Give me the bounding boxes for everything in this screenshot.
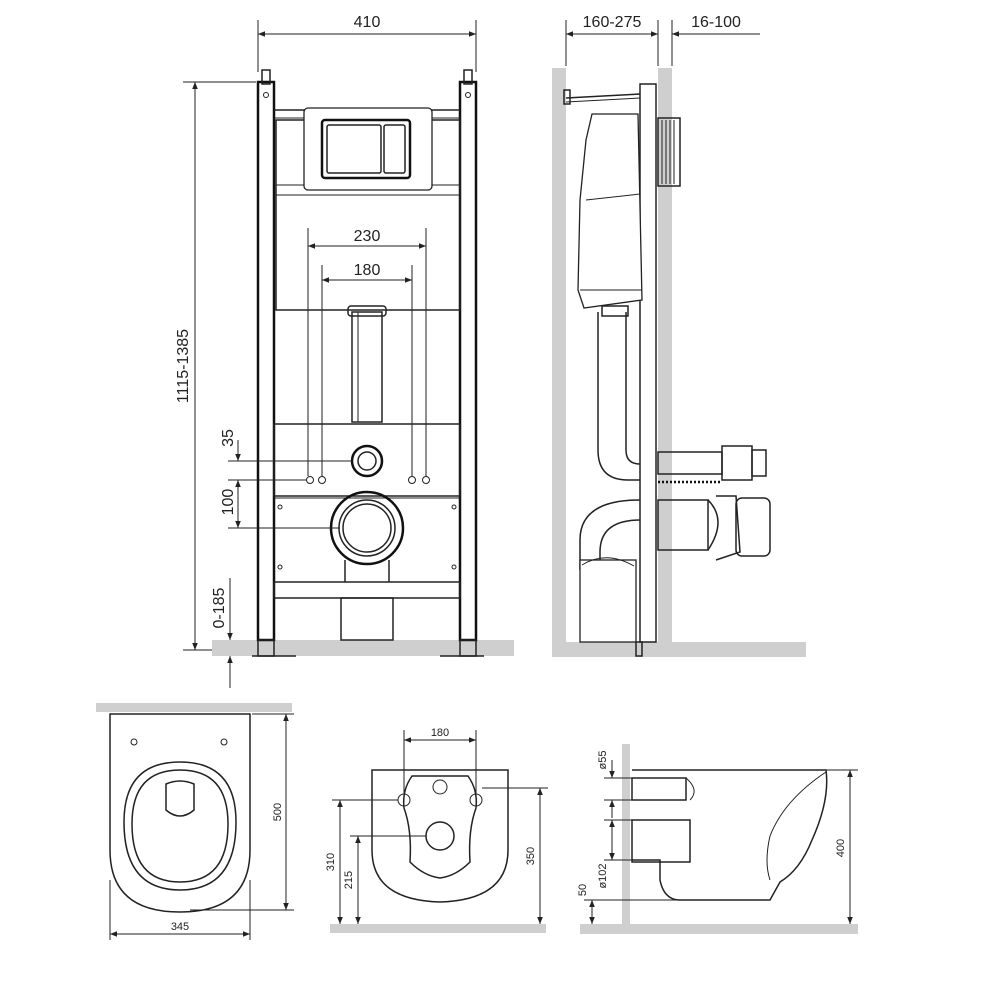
front-floor xyxy=(212,640,514,656)
dim-rear-215: 215 xyxy=(343,871,355,889)
bowl-outline-top xyxy=(109,713,251,913)
bowl-top-view: 500 345 xyxy=(96,703,294,940)
dim-side-400: 400 xyxy=(835,839,847,857)
dim-bolt-outer: 230 xyxy=(354,228,381,245)
dim-rear-310: 310 xyxy=(325,853,337,871)
dim-wall-range: 16-100 xyxy=(691,14,741,31)
dim-100: 100 xyxy=(220,489,237,516)
dim-depth-range: 160-275 xyxy=(583,14,642,31)
dim-rear-bolt: 180 xyxy=(431,727,449,739)
bowl-rear-view: 180 310 215 350 xyxy=(325,727,548,933)
left-upright xyxy=(256,80,276,642)
drain-outlet xyxy=(329,490,405,566)
flush-button-small xyxy=(383,124,406,174)
dim-side-d102: ø102 xyxy=(597,863,609,888)
dim-rear-350: 350 xyxy=(525,847,537,865)
bowl-outline-rear xyxy=(371,769,509,903)
side-view: 160-275 16-100 xyxy=(552,14,806,657)
dim-leg-range: 0-185 xyxy=(211,587,228,628)
flush-plate xyxy=(303,107,433,191)
flush-button-large xyxy=(326,124,382,174)
bowl-side-view: ø55 ø102 50 400 xyxy=(577,744,858,934)
cistern-side xyxy=(577,113,643,309)
right-upright xyxy=(458,80,478,642)
dim-bolt-inner: 180 xyxy=(354,262,381,279)
dim-35: 35 xyxy=(220,429,237,447)
dim-bowl-length: 500 xyxy=(272,803,284,821)
front-view: 410 1115-1385 230 180 35 100 0-185 xyxy=(175,14,514,688)
side-floor xyxy=(552,642,806,657)
bowl-outline-side xyxy=(632,769,828,901)
dim-side-d55: ø55 xyxy=(597,751,609,770)
dim-side-50: 50 xyxy=(577,884,589,896)
side-wall xyxy=(658,68,672,642)
dim-frame-width: 410 xyxy=(354,14,381,31)
dim-height-range: 1115-1385 xyxy=(175,329,192,403)
dim-bowl-width: 345 xyxy=(171,921,189,933)
